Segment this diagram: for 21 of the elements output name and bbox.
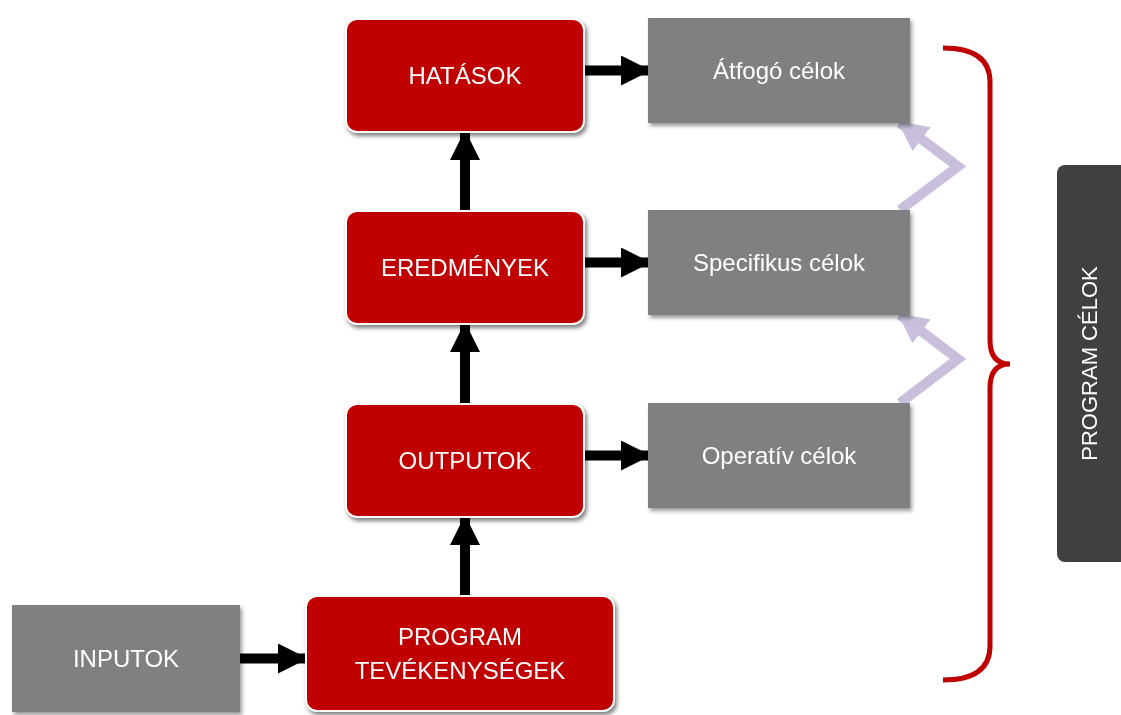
process-box <box>648 18 910 123</box>
process-box <box>648 210 910 315</box>
process-box <box>345 18 585 133</box>
process-box <box>12 605 240 712</box>
process-box <box>305 595 615 712</box>
box-label: OUTPUTOK <box>397 445 533 476</box>
process-box <box>345 210 585 325</box>
box-label: INPUTOK <box>71 643 181 674</box>
side-label-box <box>1057 165 1121 562</box>
arrow <box>450 322 480 403</box>
box-label: Specifikus célok <box>691 247 867 278</box>
arrow <box>450 130 480 210</box>
box-label: PROGRAM CÉLOK <box>1075 266 1103 461</box>
arrow <box>450 515 480 595</box>
box-label: Átfogó célok <box>711 55 847 86</box>
process-box <box>345 403 585 518</box>
box-label: EREDMÉNYEK <box>379 252 550 283</box>
box-label: PROGRAM TEVÉKENYSÉGEK <box>353 621 567 686</box>
box-label: Operatív célok <box>700 440 858 471</box>
box-label: HATÁSOK <box>407 60 523 91</box>
process-box <box>648 403 910 508</box>
